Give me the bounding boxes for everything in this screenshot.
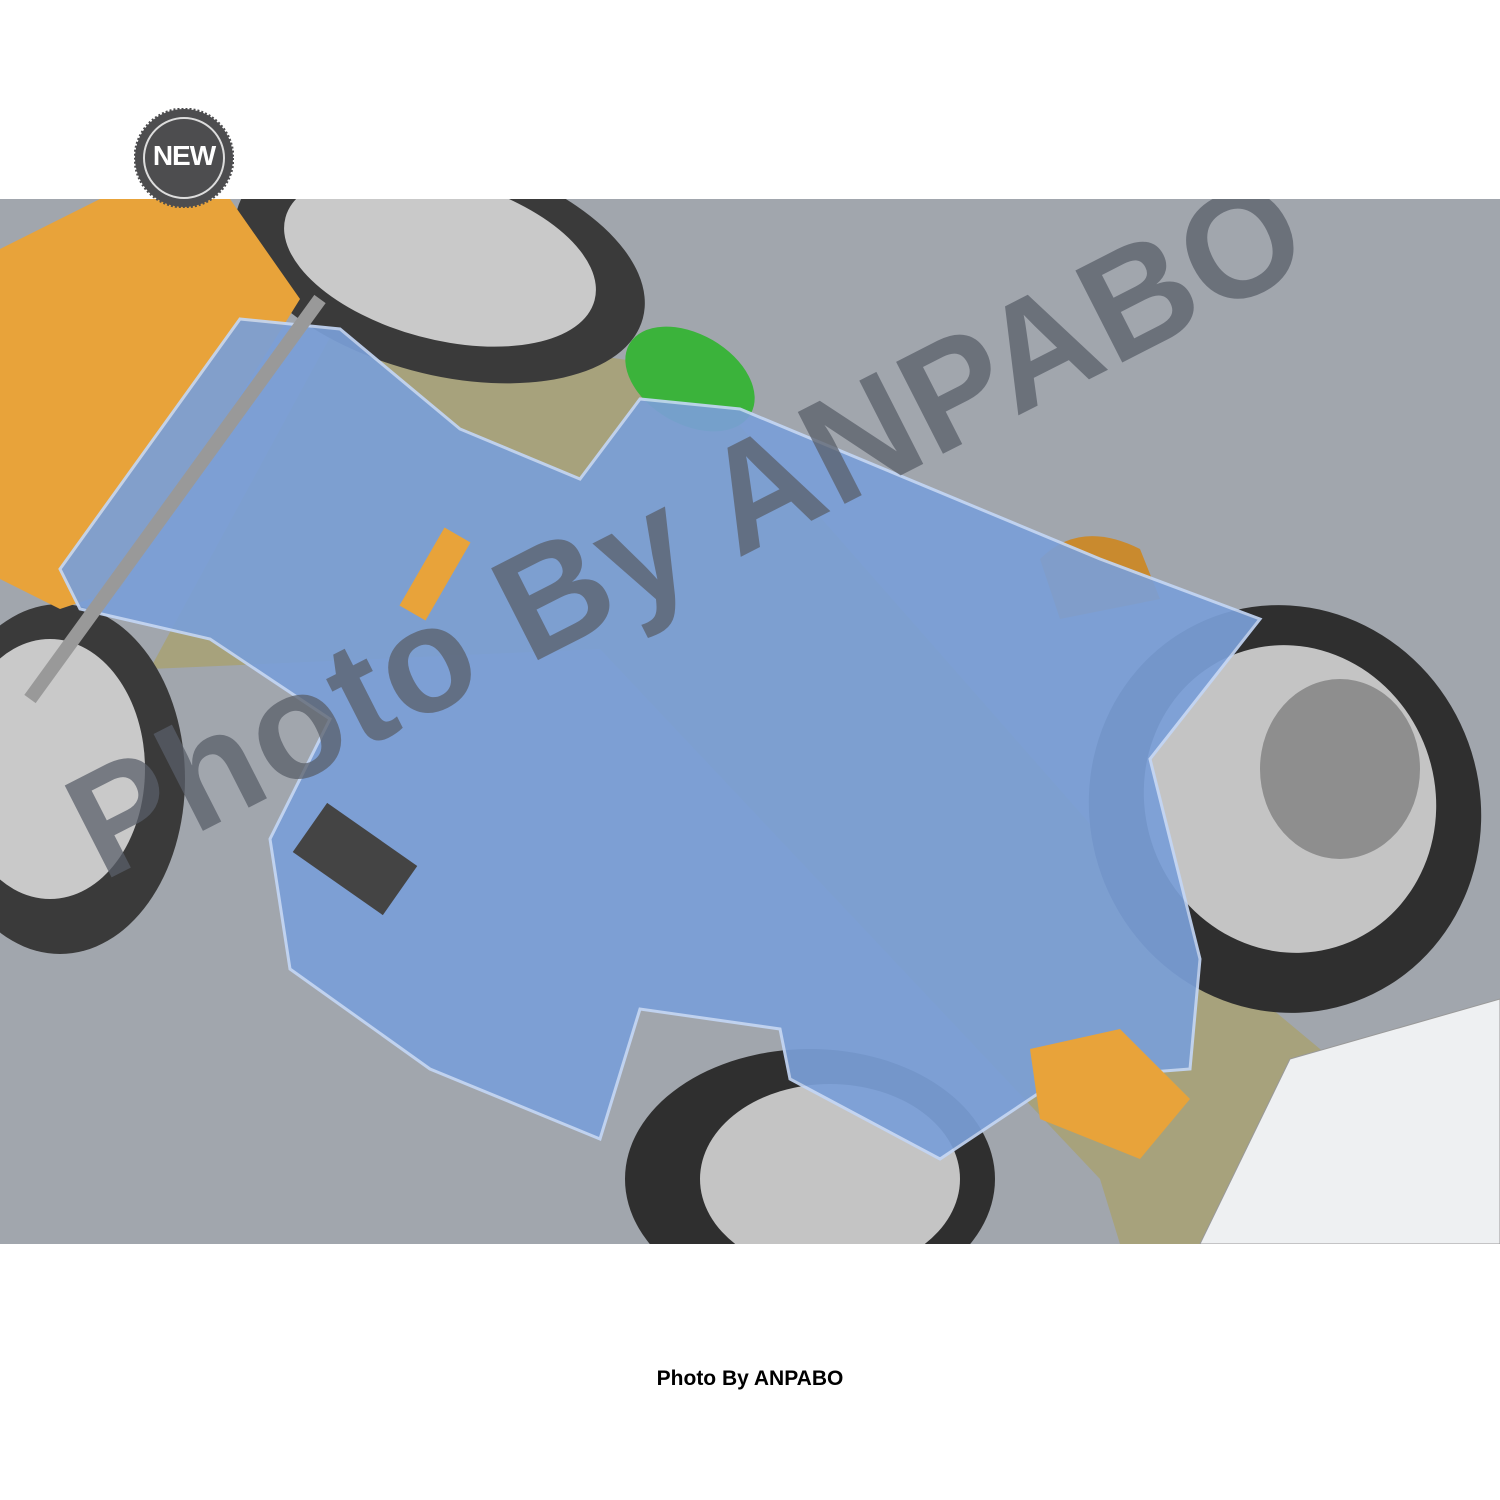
toy-car-cad-model	[0, 199, 1500, 1244]
photo-credit-caption: Photo By ANPABO	[656, 1367, 844, 1390]
rear-bumper	[1199, 998, 1500, 1244]
tire-left	[0, 604, 185, 954]
rear-axle	[24, 294, 326, 704]
bracket-orange	[399, 527, 471, 621]
battery-compartment	[292, 802, 418, 916]
gearbox-mount	[1030, 1029, 1190, 1159]
seat	[0, 199, 300, 609]
new-badge	[134, 108, 234, 208]
cad-render-image: Photo By ANPABO	[0, 199, 1500, 1244]
tire-top	[235, 199, 645, 384]
new-badge-label: NEW	[152, 140, 216, 171]
car-body-shell	[58, 317, 1263, 1161]
